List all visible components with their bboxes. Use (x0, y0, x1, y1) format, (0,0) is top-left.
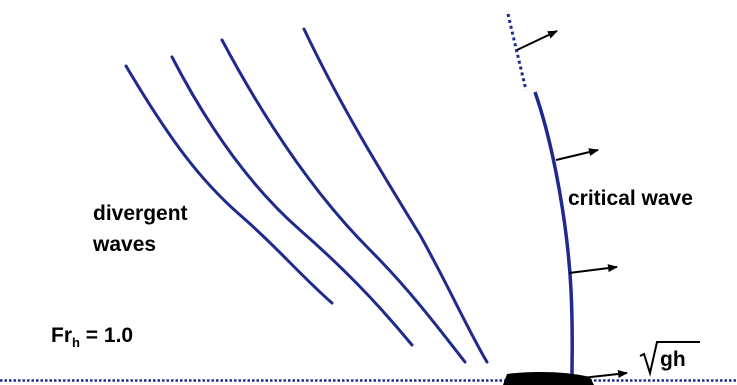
divergent-wave-1 (124, 64, 334, 305)
froude-symbol: Fr (51, 324, 72, 347)
froude-value: = 1.0 (80, 324, 133, 347)
speed-label: gh (639, 341, 700, 377)
divergent-wave-2 (170, 55, 414, 347)
critical-wave-dotted (506, 13, 528, 91)
divergent-waves (124, 27, 489, 364)
froude-label: Frh = 1.0 (51, 324, 133, 350)
divergent-wave-4 (302, 27, 489, 364)
vessel-shape-icon (503, 372, 594, 385)
divergent-label-line1: divergent (93, 202, 188, 225)
critical-wave-label: critical wave (568, 187, 693, 210)
froude-subscript: h (72, 335, 80, 350)
speed-expression: gh (660, 348, 686, 371)
divergent-wave-3 (220, 38, 467, 364)
sqrt-sign (639, 341, 700, 377)
velocity-arrow-top (516, 30, 558, 51)
divergent-label-line2: waves (92, 233, 156, 256)
critical-wave (533, 91, 574, 375)
velocity-arrow-lower (568, 264, 618, 274)
velocity-arrow-upper (555, 148, 599, 161)
